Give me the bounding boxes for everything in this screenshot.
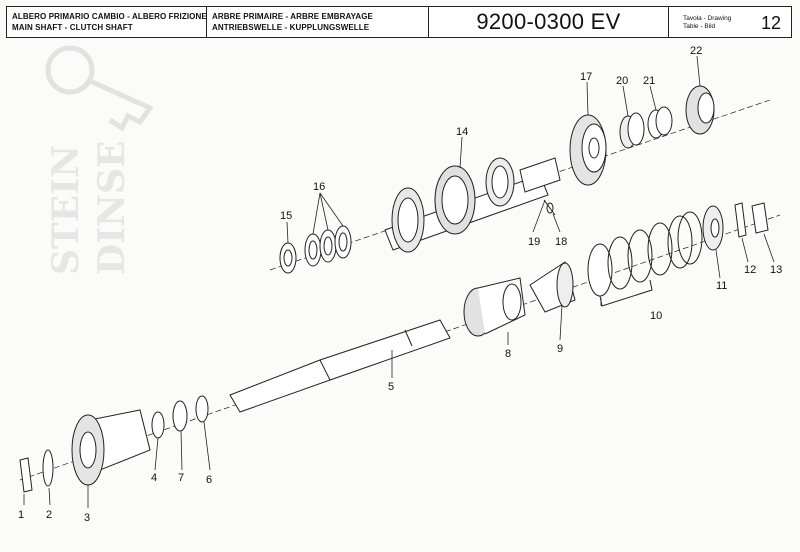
title-block-french-german: ARBRE PRIMAIRE - ARBRE EMBRAYAGE ANTRIEB… (207, 7, 429, 37)
title-block: ALBERO PRIMARIO CAMBIO - ALBERO FRIZIONE… (6, 6, 792, 38)
plate-caption-line1: Tavola - Drawing (683, 15, 732, 22)
watermark-key-logo (45, 45, 154, 132)
part-4-ring (151, 411, 165, 439)
part-21-bushing (647, 106, 673, 139)
callout-7: 7 (178, 472, 184, 484)
part-1-clip (19, 457, 33, 493)
callout-numbers: 1 2 3 4 5 6 7 8 9 10 11 12 13 14 15 16 1… (18, 45, 782, 524)
callout-17: 17 (580, 71, 592, 83)
callout-2: 2 (46, 509, 52, 521)
lower-assembly (19, 202, 781, 493)
upper-assembly (269, 85, 771, 274)
callout-22: 22 (690, 45, 702, 57)
part-20-needle-bearing (619, 112, 645, 149)
callout-8: 8 (505, 348, 511, 360)
callout-5: 5 (388, 381, 394, 393)
part-3-gear (71, 409, 151, 486)
title-german: ANTRIEBSWELLE - KUPPLUNGSWELLE (212, 23, 370, 32)
part-5-clutch-shaft (229, 319, 451, 413)
callout-12: 12 (744, 264, 756, 276)
part-6-ring (195, 395, 209, 423)
part-14-cluster-gear (384, 157, 561, 253)
part-9-thrust-cup (529, 261, 576, 313)
callout-21: 21 (643, 75, 655, 87)
title-french: ARBRE PRIMAIRE - ARBRE EMBRAYAGE (212, 12, 373, 21)
watermark-text-2: DINSE (91, 141, 133, 275)
callout-15: 15 (280, 210, 292, 222)
watermark: STEIN DINSE (45, 45, 154, 275)
plate-cell: Tavola - Drawing Table - Bild 12 (669, 7, 791, 37)
part-8-hub (463, 277, 526, 337)
part-12-clip (734, 202, 747, 238)
callout-19: 19 (528, 236, 540, 248)
drawing-code: 9200-0300 EV (476, 9, 621, 34)
title-block-italian-english: ALBERO PRIMARIO CAMBIO - ALBERO FRIZIONE… (7, 7, 207, 37)
drawing-code-cell: 9200-0300 EV (429, 7, 669, 37)
callout-4: 4 (151, 472, 157, 484)
callout-11: 11 (716, 280, 727, 292)
leader-lines (23, 55, 775, 508)
part-22-sleeve (685, 85, 715, 135)
part-13-nut (751, 202, 769, 234)
callout-10: 10 (650, 310, 662, 322)
callout-6: 6 (206, 474, 212, 486)
part-10-spring (587, 211, 703, 307)
callout-16: 16 (313, 181, 325, 193)
callout-20: 20 (616, 75, 628, 87)
callout-13: 13 (770, 264, 782, 276)
plate-caption-line2: Table - Bild (683, 23, 716, 30)
part-16-washers (304, 225, 352, 267)
part-18-19-pin (543, 199, 556, 216)
part-7-ring (172, 400, 188, 432)
callout-9: 9 (557, 343, 563, 355)
title-english: MAIN SHAFT - CLUTCH SHAFT (12, 23, 133, 32)
part-11-washer (702, 205, 724, 251)
callout-1: 1 (18, 509, 24, 521)
part-2-circlip (42, 449, 54, 487)
title-italian: ALBERO PRIMARIO CAMBIO - ALBERO FRIZIONE (12, 12, 207, 21)
callout-18: 18 (555, 236, 567, 248)
callout-14: 14 (456, 126, 468, 138)
watermark-text-1: STEIN (45, 145, 87, 275)
part-17-gear (569, 114, 607, 186)
plate-number: 12 (760, 13, 781, 33)
callout-3: 3 (84, 512, 90, 524)
part-15-washer (279, 242, 297, 274)
